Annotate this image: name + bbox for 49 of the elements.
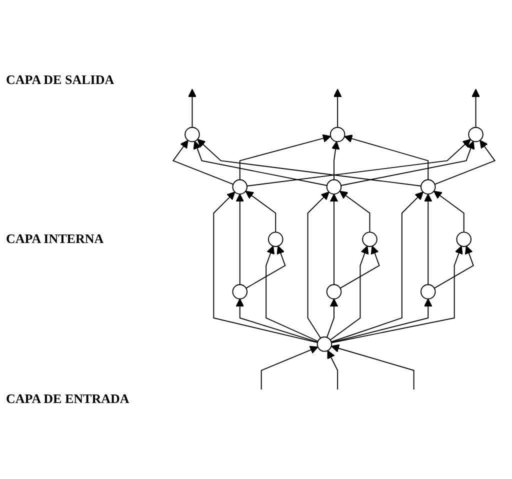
arrow [472, 89, 480, 128]
arrow [344, 134, 429, 180]
arrow [331, 141, 340, 180]
arrow [331, 246, 463, 344]
layer-label: CAPA INTERNA [6, 231, 105, 248]
node-circle [456, 232, 472, 248]
arrow [172, 140, 234, 185]
node-circle [330, 127, 346, 142]
arrow [339, 190, 370, 233]
arrow [239, 134, 332, 180]
arrow [330, 298, 432, 344]
node-circle [326, 179, 342, 195]
arrow [424, 194, 432, 286]
arrow [236, 194, 244, 286]
arrow [246, 246, 286, 289]
arrow [245, 190, 276, 233]
node-circle [326, 284, 342, 300]
node-circle [420, 284, 436, 300]
node-circle [362, 232, 378, 248]
arrow [326, 298, 338, 338]
arrow [330, 344, 414, 390]
arrow [193, 140, 328, 186]
arrow [340, 246, 380, 289]
node-circle [316, 336, 332, 352]
layer-label: CAPA DE ENTRADA [6, 391, 130, 408]
arrow [333, 89, 342, 128]
arrow [188, 89, 196, 128]
arrow [213, 192, 318, 344]
arrow [330, 194, 338, 286]
arrow [246, 139, 471, 187]
node-circle [420, 179, 436, 195]
arrow [330, 192, 424, 343]
arrow [197, 139, 422, 187]
arrow [330, 246, 369, 341]
arrow [236, 298, 318, 343]
layer-label: CAPA DE SALIDA [6, 72, 116, 88]
arrow [434, 190, 464, 233]
arrow [434, 140, 496, 185]
node-circle [268, 232, 284, 248]
arrow [307, 192, 330, 339]
node-circle [232, 284, 248, 300]
arrow [340, 140, 475, 186]
arrow [260, 346, 318, 390]
node-circle [184, 127, 200, 142]
node-circle [232, 179, 248, 195]
arrow [434, 246, 474, 289]
arrow [266, 246, 318, 342]
node-circle [468, 127, 484, 142]
arrow [327, 350, 338, 390]
